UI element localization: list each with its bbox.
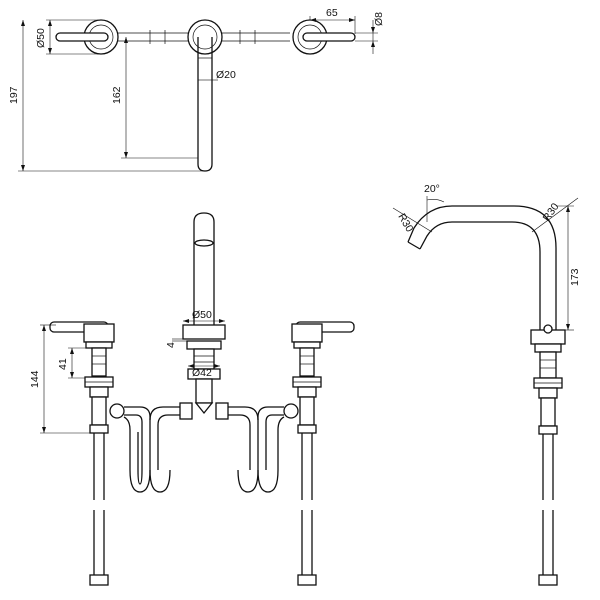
top-left-handle	[55, 19, 119, 55]
top-right-handle	[292, 19, 356, 55]
dim-height-144: 144	[29, 370, 41, 388]
front-view: 144 41 Ø50 4 Ø42	[29, 212, 355, 586]
side-spout	[407, 205, 557, 330]
side-view: 173 R30 R30 20°	[392, 183, 581, 586]
front-spout	[182, 212, 226, 415]
dim-thread-dia: Ø42	[192, 367, 212, 379]
front-hoses	[123, 402, 285, 493]
dim-stem-dia: Ø8	[373, 12, 385, 26]
dim-flange-dia: Ø50	[192, 309, 212, 321]
front-left-valve	[49, 321, 125, 586]
dim-total-depth: 197	[8, 86, 20, 104]
dim-gap-4: 4	[165, 342, 177, 348]
side-body	[530, 324, 566, 586]
dim-height-41: 41	[57, 358, 69, 370]
dim-handle-dia: Ø50	[35, 28, 47, 48]
dim-height-173: 173	[569, 268, 581, 286]
dim-angle: 20°	[424, 183, 440, 195]
top-spout-body	[187, 19, 223, 172]
front-right-valve	[283, 321, 355, 586]
dim-handle-len: 65	[326, 7, 338, 19]
dim-spout-reach: 162	[111, 86, 123, 104]
top-view: Ø50 65 Ø8 Ø20 197 162	[8, 7, 385, 172]
dim-spout-dia: Ø20	[216, 69, 236, 81]
